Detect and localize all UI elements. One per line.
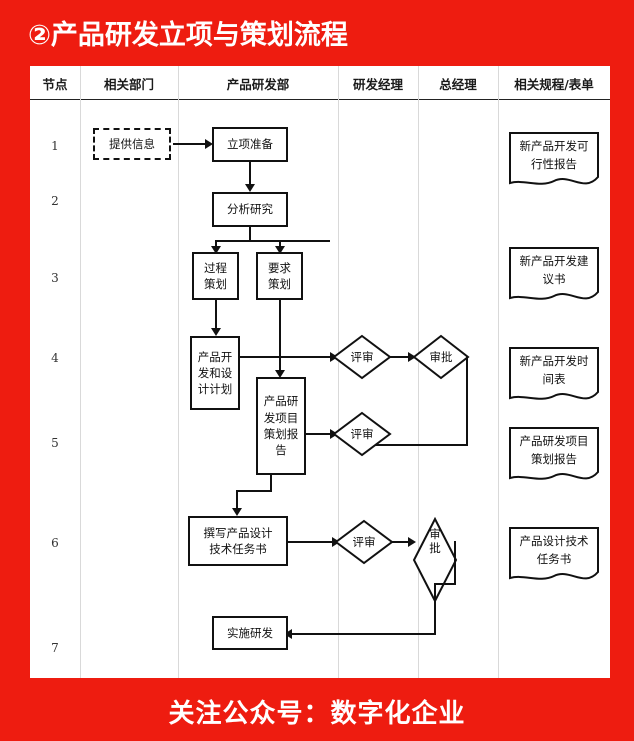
column-divider-3 — [338, 66, 339, 678]
row-number-6: 6 — [51, 536, 59, 550]
connector-review3-to-approve2 — [392, 541, 410, 543]
row-number-3: 3 — [51, 271, 59, 285]
doc-development-proposal[interactable]: 新产品开发建 议书 — [508, 246, 600, 306]
row-number-2: 2 — [51, 194, 59, 208]
node-review-3-label: 评审 — [352, 534, 376, 549]
doc-development-schedule[interactable]: 新产品开发时 间表 — [508, 346, 600, 406]
node-review-1[interactable]: 评审 — [332, 334, 392, 380]
column-header-node: 节点 — [42, 76, 68, 92]
doc-feasibility-report[interactable]: 新产品开发可 行性报告 — [508, 131, 600, 191]
column-header-rnd-manager: 研发经理 — [352, 76, 403, 92]
column-divider-4 — [418, 66, 419, 678]
connector-planreport-down — [270, 475, 272, 492]
node-review-2[interactable]: 评审 — [332, 411, 392, 457]
node-review-1-label: 评审 — [350, 349, 374, 364]
arrowhead-to-approve1 — [408, 352, 416, 362]
column-header-gm: 总经理 — [439, 76, 477, 92]
arrowhead-to-write-task — [232, 508, 242, 516]
connector-to-process-plan — [215, 240, 217, 249]
arrowhead-to-dev-design-plan — [211, 328, 221, 336]
connector-processplan-down — [215, 300, 217, 333]
node-approve-1[interactable]: 审批 — [412, 334, 470, 380]
connector-provideinfo-to-prep — [173, 143, 207, 145]
connector-devplan-to-review1 — [240, 356, 332, 358]
doc-development-schedule-label: 新产品开发时 间表 — [519, 354, 589, 386]
node-review-3[interactable]: 评审 — [334, 519, 394, 565]
connector-approve2-joinleft — [434, 583, 456, 585]
doc-project-plan-report[interactable]: 产品研发项目 策划报告 — [508, 426, 600, 486]
node-plan-report[interactable]: 产品研 发项目 策划报 告 — [256, 377, 306, 475]
footer-banner: 关注公众号：数字化企业 — [168, 698, 466, 729]
arrowhead-to-process-plan — [211, 246, 221, 254]
node-provide-info[interactable]: 提供信息 — [93, 128, 171, 160]
column-divider-2 — [178, 66, 179, 678]
arrowhead-to-approve2 — [408, 537, 416, 547]
page-title: ②产品研发立项与策划流程 — [28, 19, 348, 51]
node-project-prep[interactable]: 立项准备 — [212, 127, 288, 162]
node-review-2-label: 评审 — [350, 426, 374, 441]
arrowhead-to-requirement-plan — [275, 246, 285, 254]
connector-review1-to-approve1 — [390, 356, 410, 358]
node-implement[interactable]: 实施研发 — [212, 616, 288, 650]
column-header-department: 相关部门 — [103, 76, 154, 92]
arrowhead-to-analysis — [245, 184, 255, 192]
node-requirement-plan[interactable]: 要求 策划 — [256, 252, 303, 300]
row-number-7: 7 — [51, 641, 59, 655]
node-write-task[interactable]: 撰写产品设计 技术任务书 — [188, 516, 288, 566]
node-approve-2-label: 审 批 — [429, 526, 441, 555]
connector-analysis-split — [215, 240, 330, 242]
connector-approve2-down-to-implement — [434, 583, 436, 635]
arrowhead-to-implement — [284, 629, 292, 639]
doc-feasibility-report-label: 新产品开发可 行性报告 — [519, 139, 589, 171]
doc-development-proposal-label: 新产品开发建 议书 — [519, 254, 589, 286]
column-header-documents: 相关规程/表单 — [514, 76, 594, 92]
header-divider — [30, 99, 610, 100]
doc-technical-task-book[interactable]: 产品设计技术 任务书 — [508, 526, 600, 586]
connector-planreport-left — [236, 490, 272, 492]
node-dev-design-plan[interactable]: 产品开 发和设 计计划 — [190, 336, 240, 410]
arrowhead-to-plan-report — [275, 370, 285, 378]
node-process-plan[interactable]: 过程 策划 — [192, 252, 239, 300]
connector-approve2-right-down — [454, 541, 456, 585]
node-approve-1-label: 审批 — [429, 349, 453, 364]
column-header-rnd-dept: 产品研发部 — [226, 76, 290, 92]
connector-approve1-return — [348, 444, 468, 446]
column-divider-1 — [80, 66, 81, 678]
connector-to-requirement-plan — [279, 240, 281, 249]
row-number-4: 4 — [51, 351, 59, 365]
doc-project-plan-report-label: 产品研发项目 策划报告 — [519, 434, 589, 466]
column-divider-5 — [498, 66, 499, 678]
flowchart-sheet: 节点 相关部门 产品研发部 研发经理 总经理 相关规程/表单 1 2 3 4 5… — [30, 66, 610, 678]
arrowhead-to-project-prep — [205, 139, 213, 149]
row-number-5: 5 — [51, 436, 59, 450]
connector-writetask-to-review3 — [288, 541, 334, 543]
node-analysis[interactable]: 分析研究 — [212, 192, 288, 227]
connector-down-to-writetask — [236, 490, 238, 512]
connector-prep-to-analysis — [249, 162, 251, 186]
connector-planreport-to-review2 — [306, 433, 334, 435]
connector-approve1-down — [466, 356, 468, 446]
row-number-1: 1 — [51, 139, 59, 153]
connector-to-implement — [288, 633, 436, 635]
doc-technical-task-book-label: 产品设计技术 任务书 — [519, 534, 589, 566]
node-approve-2[interactable]: 审 批 — [412, 498, 458, 603]
connector-requirementplan-down — [279, 300, 281, 374]
connector-analysis-down — [249, 227, 251, 241]
